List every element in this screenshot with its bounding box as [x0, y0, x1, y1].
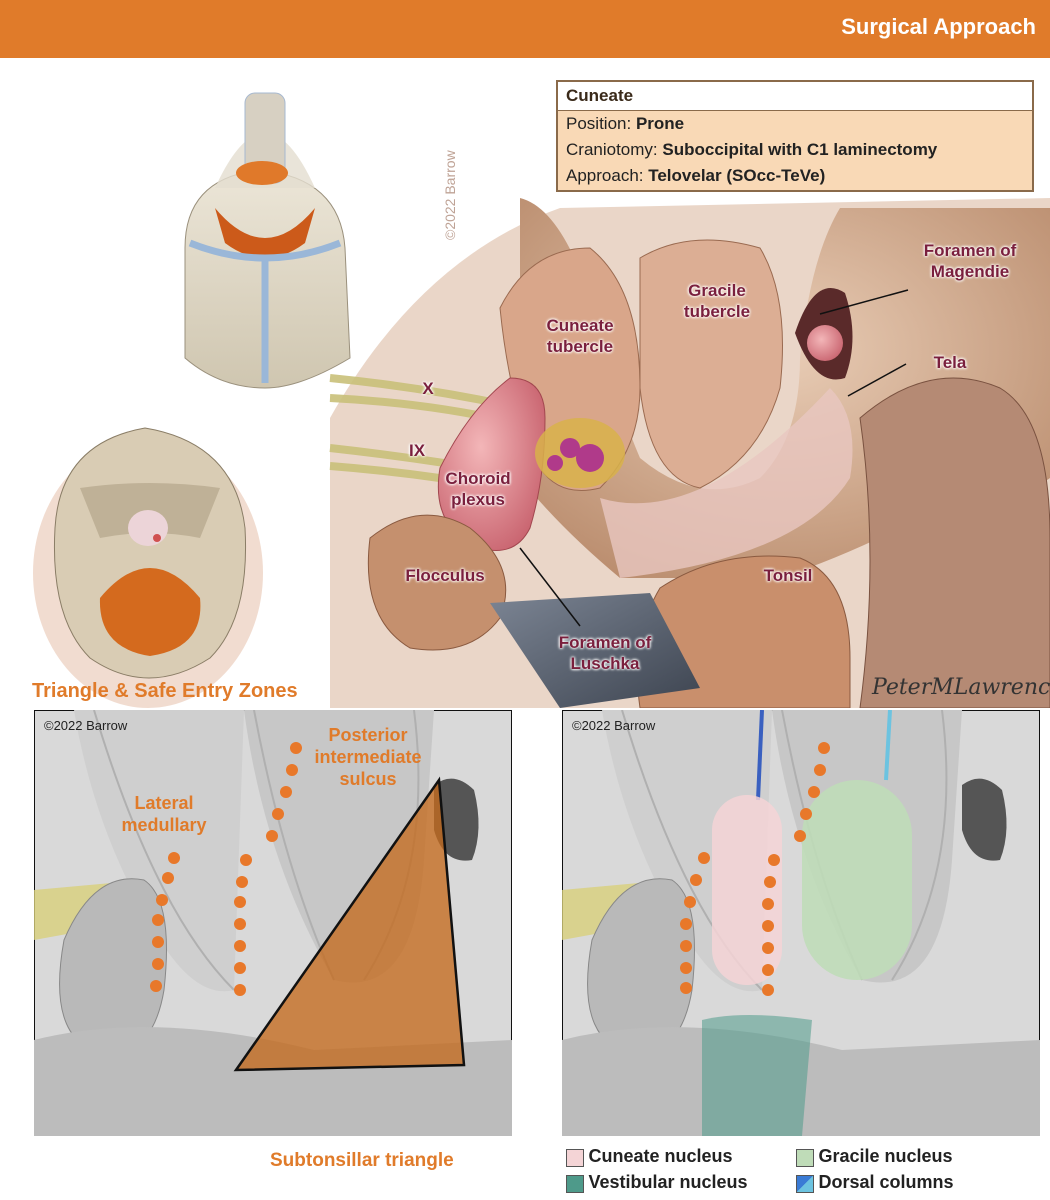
info-title: Cuneate	[558, 82, 1032, 111]
legend-swatch	[566, 1174, 584, 1193]
cuneate-nucleus-zone	[712, 795, 782, 985]
approach-info-box: Cuneate Position: Prone Craniotomy: Subo…	[556, 80, 1034, 192]
legend-item-dorsal-columns: Dorsal columns	[796, 1172, 954, 1193]
header-title: Surgical Approach	[841, 14, 1036, 39]
watermark: ©2022 Barrow	[442, 150, 458, 240]
label-flocculus: Flocculus	[405, 566, 485, 585]
skull-posterior-illustration	[184, 92, 351, 389]
legend-swatch	[796, 1148, 814, 1167]
header-bar	[0, 0, 1050, 58]
legend-swatch	[566, 1148, 584, 1167]
posterior-intermediate-sulcus-dots	[234, 742, 302, 996]
label-nerve-x: X	[422, 379, 434, 398]
legend-item-vestibular: Vestibular nucleus	[566, 1172, 748, 1193]
label-tonsil: Tonsil	[763, 566, 813, 585]
legend-item-cuneate: Cuneate nucleus	[566, 1146, 733, 1167]
right-panel-copyright: ©2022 Barrow	[572, 718, 656, 733]
main-illustration	[33, 92, 1050, 708]
skull-base-illustration	[33, 427, 263, 708]
gracile-nucleus-zone	[802, 780, 912, 980]
left-panel-illustration	[34, 710, 512, 1136]
label-tela: Tela	[933, 353, 967, 372]
left-panel-heading: Triangle & Safe Entry Zones	[32, 680, 298, 702]
info-position: Position: Prone	[566, 114, 685, 133]
lateral-medullary-dots	[150, 852, 180, 992]
label-subtonsillar-triangle: Subtonsillar triangle	[270, 1150, 454, 1171]
legend-swatch	[796, 1174, 814, 1193]
artist-signature: PeterMLawrence	[872, 675, 1050, 700]
right-panel-illustration	[562, 710, 1040, 1136]
left-panel-copyright: ©2022 Barrow	[44, 718, 128, 733]
legend-item-gracile: Gracile nucleus	[796, 1146, 953, 1167]
info-craniotomy: Craniotomy: Suboccipital with C1 laminec…	[566, 140, 938, 159]
vestibular-nucleus-zone	[702, 1015, 812, 1136]
info-approach: Approach: Telovelar (SOcc-TeVe)	[566, 166, 826, 185]
label-nerve-ix: IX	[408, 441, 426, 460]
